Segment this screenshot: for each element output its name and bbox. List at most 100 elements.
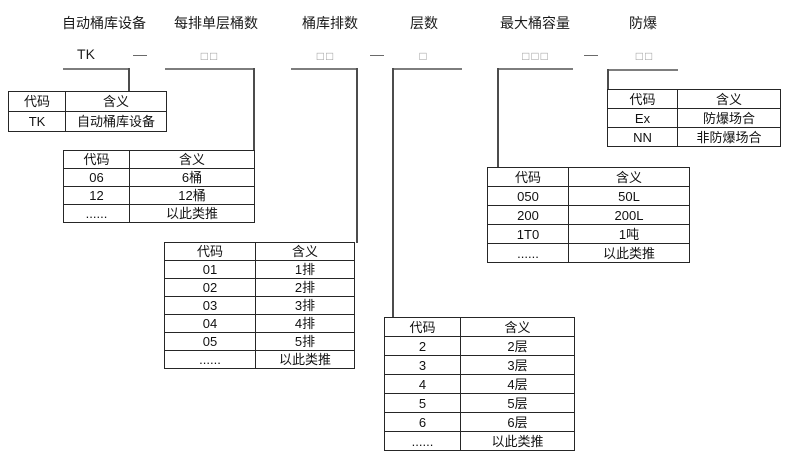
code-placeholder-explosion-proof: □□ [635, 49, 655, 63]
table-cell: 2排 [255, 278, 355, 297]
table-cell: 以此类推 [460, 431, 575, 451]
table-cell: NN [607, 127, 678, 147]
table-row: 01 1排 [164, 260, 355, 279]
table-cell: 4排 [255, 314, 355, 333]
table-cell: 06 [63, 168, 130, 187]
table-cell: 6层 [460, 412, 575, 432]
table-row: 代码 含义 [63, 150, 255, 169]
table-row: TK 自动桶库设备 [8, 111, 167, 132]
field-label-device: 自动桶库设备 [62, 15, 146, 31]
table-row: 050 50L [487, 186, 690, 206]
table-row: 03 3排 [164, 296, 355, 315]
table-cell: 50L [568, 186, 690, 206]
table-cell: 050 [487, 186, 569, 206]
code-table-layer-count: 代码 含义 2 2层 3 3层 4 4层 5 5层 6 6层 ...... 以此… [384, 317, 575, 451]
connector-vertical-row-count [356, 68, 358, 243]
table-row: 代码 含义 [8, 91, 167, 112]
code-table-drums-per-row: 代码 含义 06 6桶 12 12桶 ...... 以此类推 [63, 150, 255, 223]
table-cell: TK [8, 111, 66, 132]
table-row: ...... 以此类推 [384, 431, 575, 451]
table-row: 200 200L [487, 205, 690, 225]
table-cell: 含义 [129, 150, 255, 169]
code-table-max-capacity: 代码 含义 050 50L 200 200L 1T0 1吨 ...... 以此类… [487, 167, 690, 263]
code-table-device: 代码 含义 TK 自动桶库设备 [8, 91, 167, 132]
table-cell: 1T0 [487, 224, 569, 244]
table-cell: 6桶 [129, 168, 255, 187]
connector-vertical-max-capacity [497, 68, 499, 168]
table-cell: 自动桶库设备 [65, 111, 167, 132]
connector-horizontal-row-count [291, 68, 358, 70]
table-cell: 代码 [164, 242, 256, 261]
connector-vertical-device [128, 68, 130, 92]
table-cell: 代码 [384, 317, 461, 337]
field-label-drums-per-row: 每排单层桶数 [174, 15, 258, 31]
table-cell: ...... [384, 431, 461, 451]
connector-vertical-layer-count [392, 68, 394, 318]
table-cell: 5层 [460, 393, 575, 413]
table-row: 5 5层 [384, 393, 575, 413]
table-cell: 含义 [677, 89, 781, 109]
table-row: 1T0 1吨 [487, 224, 690, 244]
table-cell: 02 [164, 278, 256, 297]
table-cell: 12 [63, 186, 130, 205]
connector-vertical-drums-per-row [253, 68, 255, 151]
code-placeholder-max-capacity: □□□ [522, 49, 550, 63]
table-cell: 2 [384, 336, 461, 356]
table-row: 05 5排 [164, 332, 355, 351]
field-label-max-capacity: 最大桶容量 [500, 15, 570, 31]
table-cell: 含义 [65, 91, 167, 112]
table-row: 4 4层 [384, 374, 575, 394]
table-cell: 01 [164, 260, 256, 279]
connector-horizontal-drums-per-row [165, 68, 255, 70]
connector-horizontal-layer-count [392, 68, 462, 70]
table-cell: 05 [164, 332, 256, 351]
table-cell: ...... [487, 243, 569, 263]
table-cell: 1排 [255, 260, 355, 279]
table-cell: 以此类推 [255, 350, 355, 369]
table-row: 6 6层 [384, 412, 575, 432]
table-cell: 200L [568, 205, 690, 225]
connector-horizontal-explosion-proof [608, 69, 678, 71]
table-cell: 5排 [255, 332, 355, 351]
code-table-row-count: 代码 含义 01 1排 02 2排 03 3排 04 4排 05 5排 ....… [164, 242, 355, 369]
table-row: 06 6桶 [63, 168, 255, 187]
table-cell: 4 [384, 374, 461, 394]
table-cell: 3 [384, 355, 461, 375]
table-cell: 含义 [460, 317, 575, 337]
table-row: 3 3层 [384, 355, 575, 375]
table-cell: 04 [164, 314, 256, 333]
table-cell: 以此类推 [568, 243, 690, 263]
table-cell: 含义 [255, 242, 355, 261]
code-placeholder-row-count: □□ [316, 49, 336, 63]
table-cell: 非防爆场合 [677, 127, 781, 147]
table-row: 04 4排 [164, 314, 355, 333]
connector-horizontal-max-capacity [497, 68, 573, 70]
table-row: ...... 以此类推 [63, 204, 255, 223]
table-cell: 3排 [255, 296, 355, 315]
device-code: TK [77, 46, 95, 62]
separator-dash: — [370, 46, 384, 62]
code-placeholder-drums-per-row: □□ [200, 49, 220, 63]
connector-horizontal-device [63, 68, 130, 70]
field-label-layer-count: 层数 [410, 15, 438, 31]
table-cell: 12桶 [129, 186, 255, 205]
code-placeholder-layer-count: □ [419, 49, 429, 63]
field-label-explosion-proof: 防爆 [629, 15, 657, 31]
table-row: 2 2层 [384, 336, 575, 356]
table-row: 02 2排 [164, 278, 355, 297]
table-cell: 代码 [8, 91, 66, 112]
field-label-row-count: 桶库排数 [302, 15, 358, 31]
table-row: NN 非防爆场合 [607, 127, 781, 147]
connector-vertical-explosion-proof [607, 69, 609, 90]
table-cell: 200 [487, 205, 569, 225]
code-table-explosion-proof: 代码 含义 Ex 防爆场合 NN 非防爆场合 [607, 89, 781, 147]
table-cell: ...... [164, 350, 256, 369]
table-cell: 2层 [460, 336, 575, 356]
table-cell: 代码 [487, 167, 569, 187]
table-cell: 1吨 [568, 224, 690, 244]
table-row: 12 12桶 [63, 186, 255, 205]
table-row: ...... 以此类推 [164, 350, 355, 369]
table-row: 代码 含义 [487, 167, 690, 187]
table-cell: 代码 [63, 150, 130, 169]
table-cell: 4层 [460, 374, 575, 394]
